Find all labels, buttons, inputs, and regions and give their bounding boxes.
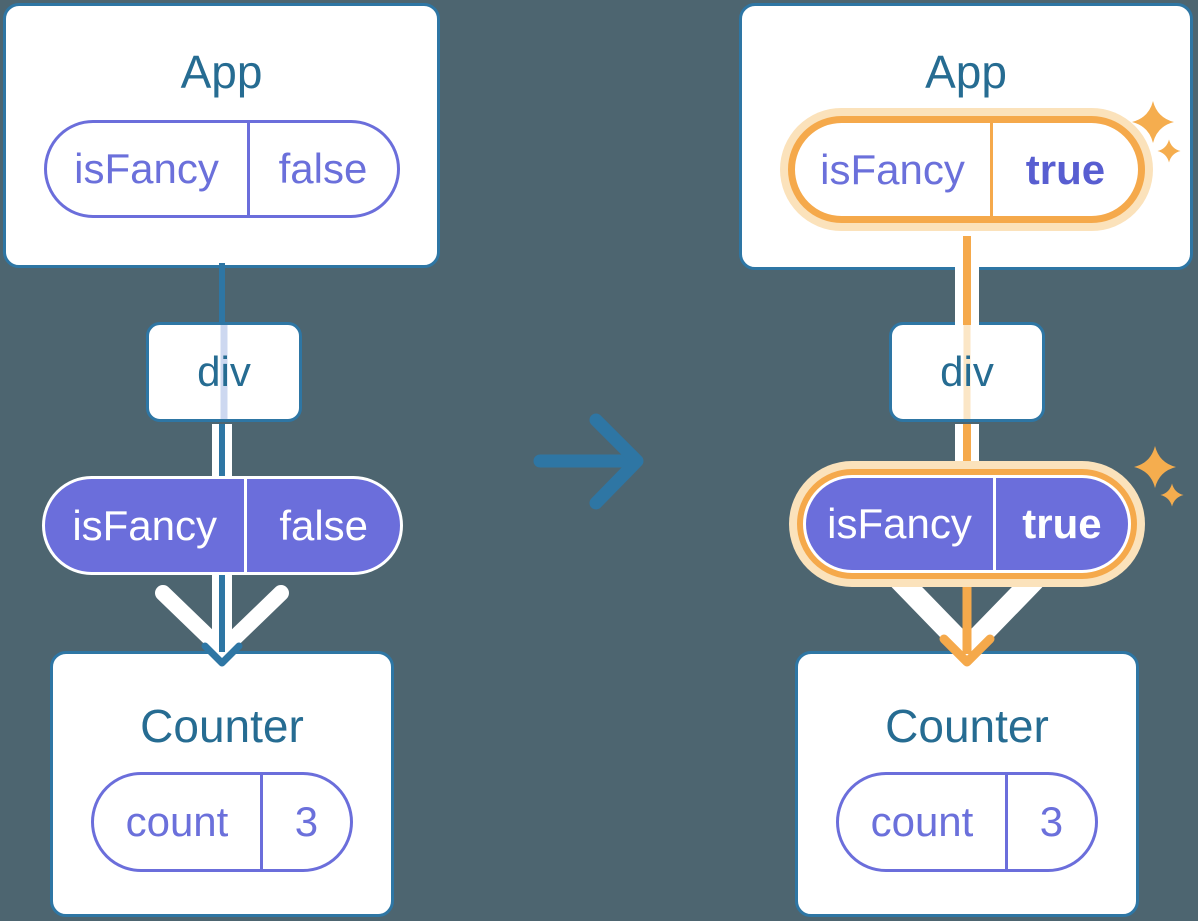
down-arrow-icon [155,585,289,658]
app-card-before: App isFancy false [3,3,440,268]
state-value: 3 [294,798,319,845]
component-title: Counter [140,700,304,752]
state-name: count [839,775,1008,869]
prop-pill-app-before: isFancy false [43,120,400,218]
prop-name: isFancy [45,479,248,572]
prop-pill-div-before: isFancy false [42,476,403,575]
sparkles-icon [1134,446,1184,507]
prop-name: isFancy [806,478,996,570]
div-node-after: div [889,322,1045,422]
div-label: div [197,348,251,395]
app-card-after: App isFancy true [739,3,1193,270]
prop-name: isFancy [47,123,250,215]
counter-card-after: Counter count 3 [795,651,1139,917]
state-pill-counter-after: count 3 [836,772,1098,872]
component-title: App [925,46,1007,98]
prop-name: isFancy [795,123,994,216]
prop-trace-line [220,325,228,419]
div-label: div [940,348,994,395]
counter-card-before: Counter count 3 [50,651,394,917]
prop-pill-app-after-highlighted: isFancy true [787,116,1145,223]
prop-pill-inner: isFancy true [806,478,1128,570]
state-name: count [94,775,263,869]
prop-value: true [1025,145,1106,193]
down-arrow-icon [889,569,1045,660]
prop-trace-line [963,325,971,419]
edge-app-div-before [219,263,225,325]
prop-pill-div-after-highlighted: isFancy true [797,469,1137,579]
state-value: 3 [1039,798,1064,845]
state-pill-counter-before: count 3 [91,772,353,872]
component-title: Counter [885,700,1049,752]
component-title: App [180,46,263,98]
prop-value: false [278,145,368,192]
transition-arrow-icon [533,413,644,510]
prop-value: true [1022,500,1102,547]
div-node-before: div [146,322,302,422]
prop-value: false [279,501,369,549]
